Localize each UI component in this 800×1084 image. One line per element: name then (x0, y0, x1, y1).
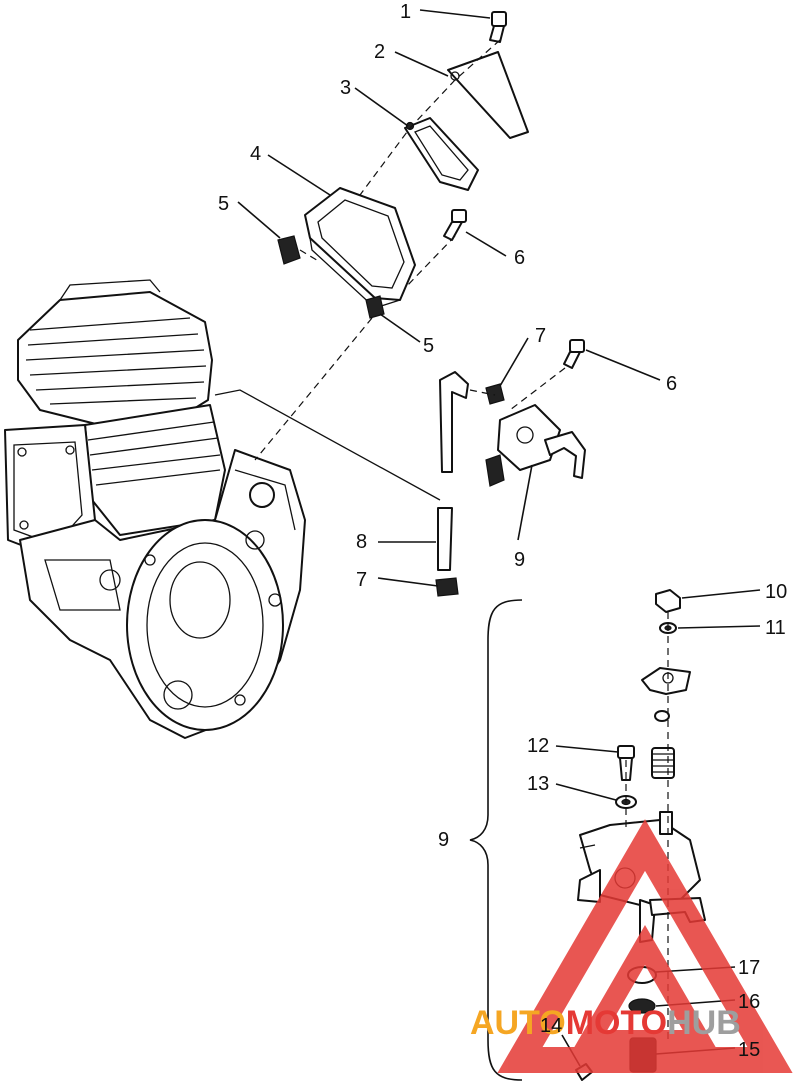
bolt-1 (489, 11, 507, 43)
pump-housing-cover (304, 187, 416, 309)
bolt-12 (617, 745, 635, 781)
callout-6b: 6 (666, 373, 677, 395)
callout-2: 2 (374, 41, 385, 63)
clamp-7-upper (485, 383, 505, 405)
callout-15: 15 (738, 1039, 760, 1061)
watermark-logo (497, 819, 793, 1073)
pump-lever (641, 667, 691, 695)
watermark-part-hub: HUB (667, 1004, 741, 1042)
callout-4: 4 (250, 143, 261, 165)
watermark-triangle-outer (497, 819, 793, 1073)
watermark-part-auto: AUTO (470, 1004, 566, 1042)
callout-12: 12 (527, 735, 549, 757)
watermark-part-moto: MOTO (566, 1004, 667, 1042)
callout-11: 11 (765, 617, 786, 639)
watermark-text: AUTOMOTOHUB (470, 1004, 741, 1042)
callout-7a: 7 (535, 325, 546, 347)
gasket (404, 117, 479, 191)
callout-labels: 1 2 3 4 5 6 5 7 6 8 9 7 10 11 12 13 9 17… (218, 1, 787, 1061)
clamp-7-lower (435, 577, 459, 597)
spring-gear (651, 747, 675, 779)
washer-small (654, 710, 670, 722)
nut-10 (655, 589, 681, 613)
callout-3: 3 (340, 77, 351, 99)
callout-5b: 5 (423, 335, 434, 357)
callout-13: 13 (527, 773, 549, 795)
watermark-triangle-inner (572, 925, 718, 1050)
callout-17: 17 (738, 957, 760, 979)
engine-assembly (4, 279, 306, 739)
callout-16: 16 (738, 991, 760, 1013)
callout-1: 1 (400, 1, 411, 23)
bolt-6-upper (443, 209, 467, 241)
callout-8: 8 (356, 531, 367, 553)
bolt-6-lower (563, 339, 585, 369)
callout-9b: 9 (438, 829, 449, 851)
oil-pump-9 (485, 404, 586, 487)
callout-10: 10 (765, 581, 787, 603)
seal-16 (628, 998, 656, 1014)
nut-5-lower (365, 295, 385, 319)
callout-9a: 9 (514, 549, 525, 571)
callout-6a: 6 (514, 247, 525, 269)
cover-plate (447, 51, 529, 139)
callout-7b: 7 (356, 569, 367, 591)
group-brace (469, 599, 523, 1081)
callout-14: 14 (540, 1015, 562, 1037)
oil-line-8 (437, 371, 469, 571)
callout-5a: 5 (218, 193, 229, 215)
nut-5-upper (277, 235, 301, 265)
